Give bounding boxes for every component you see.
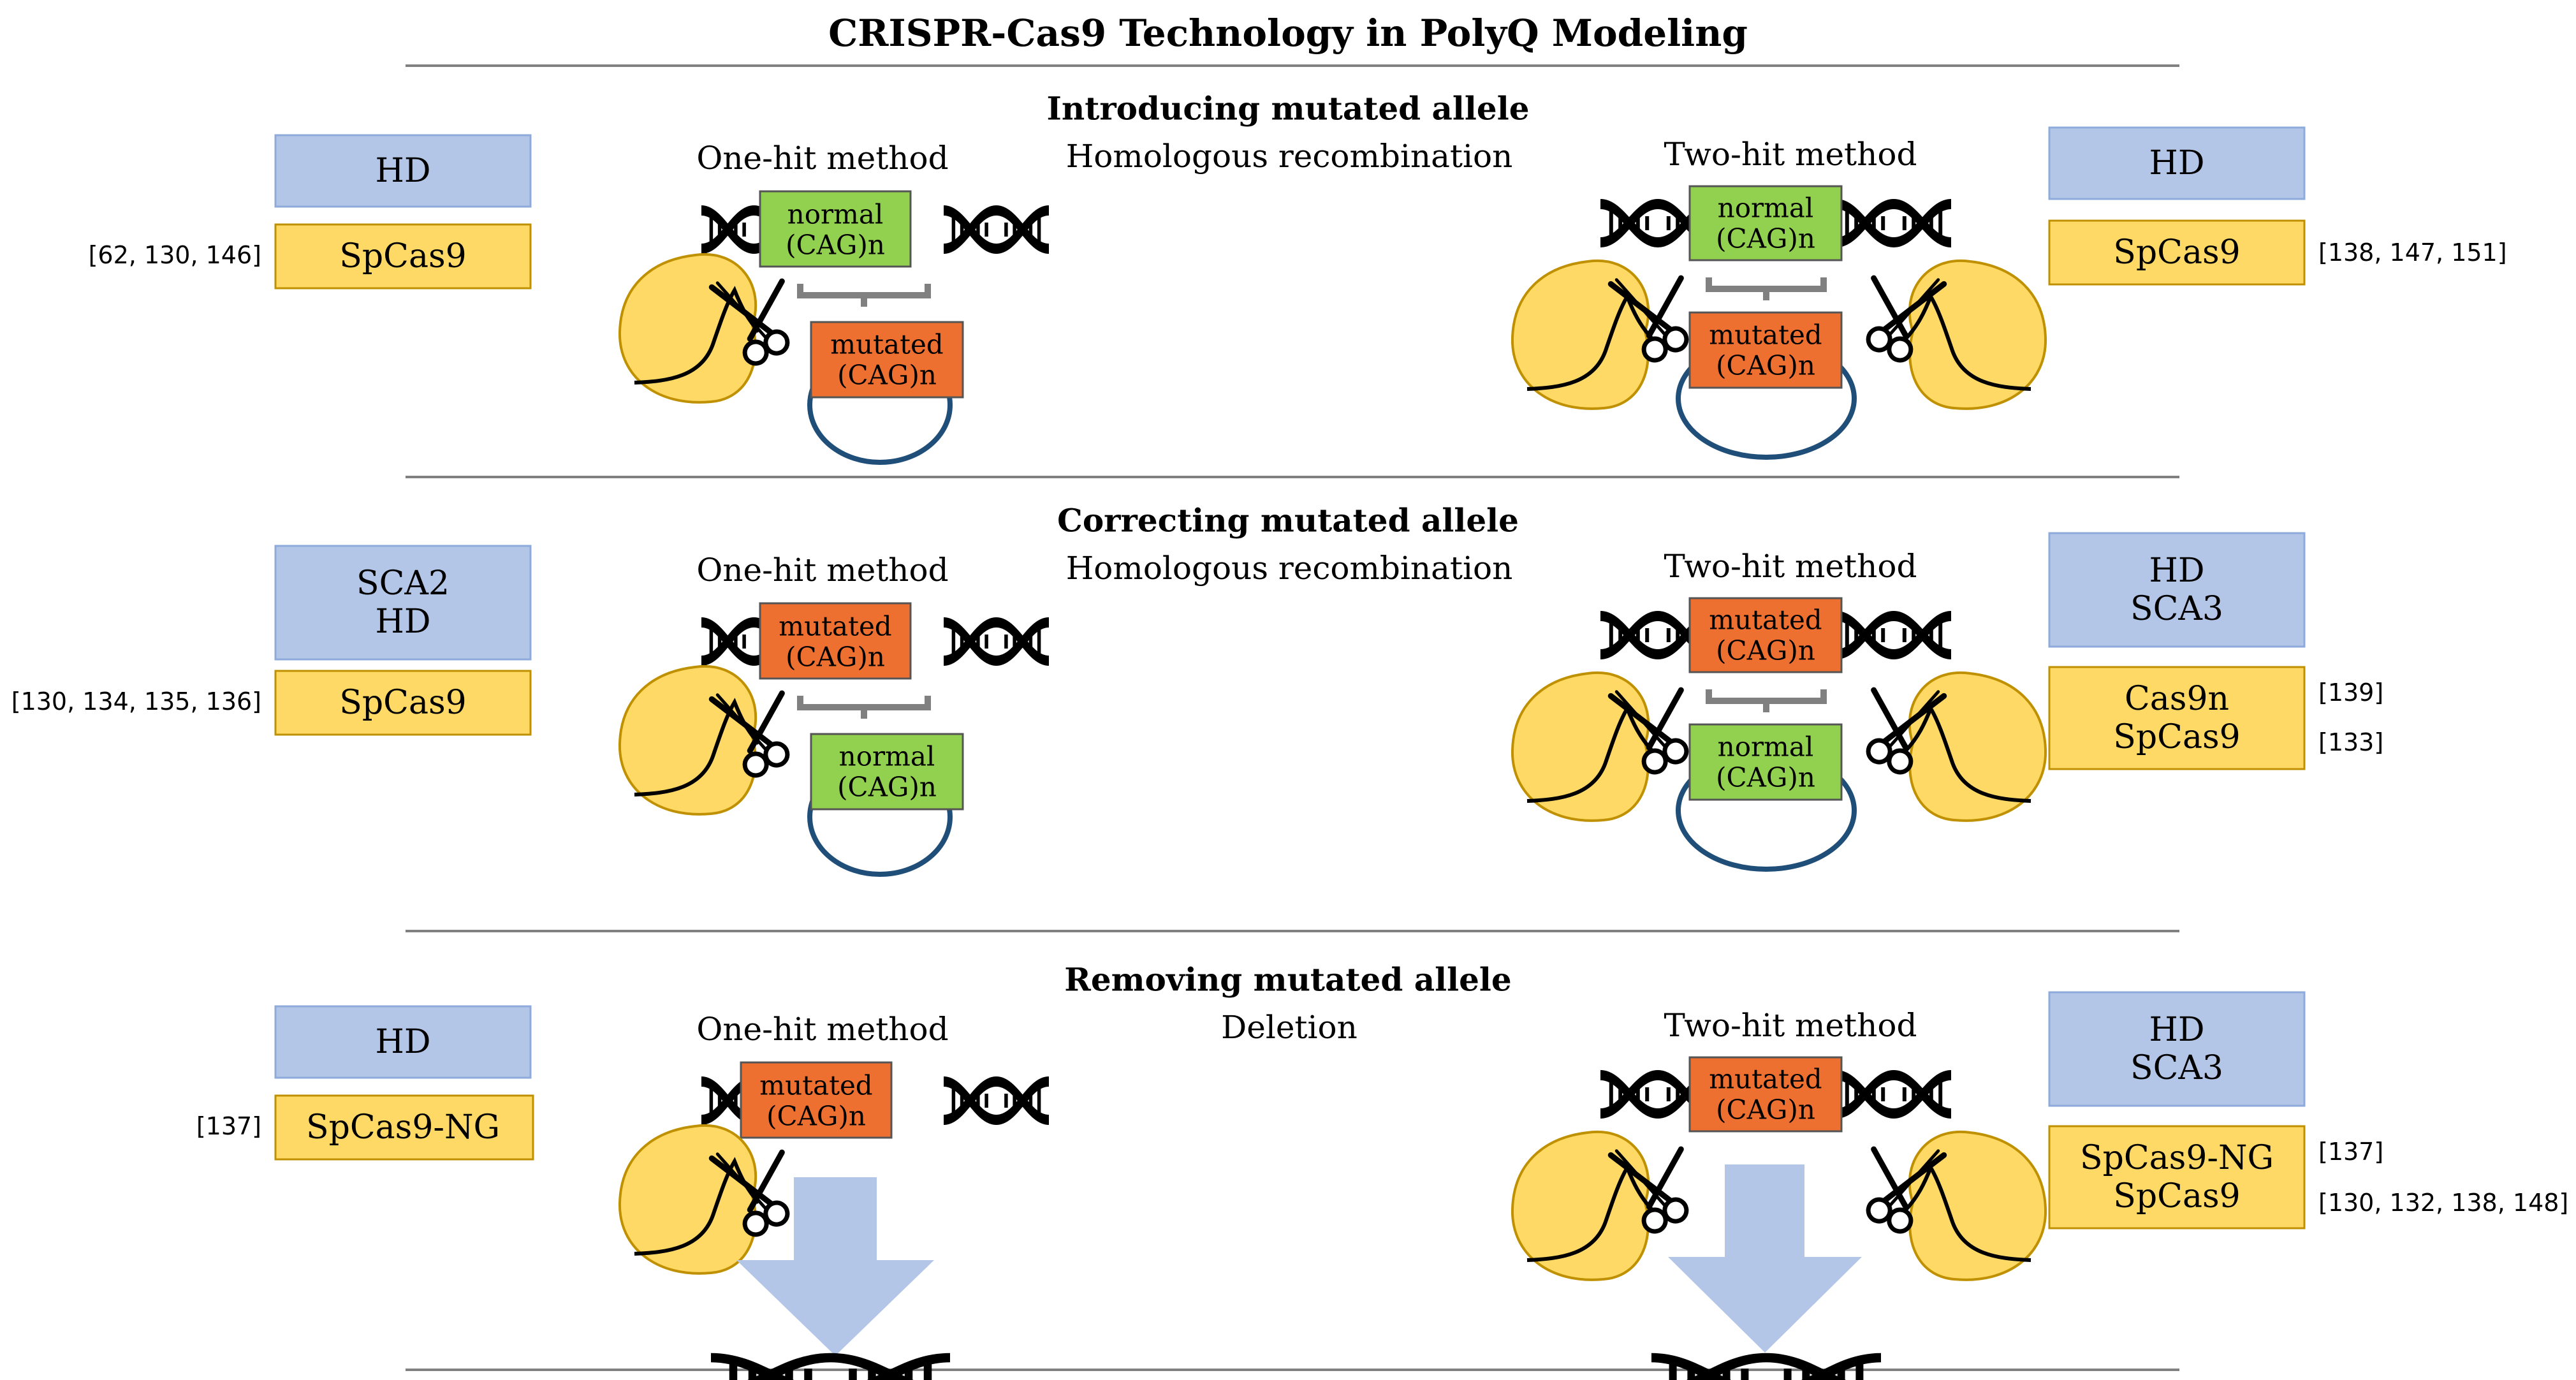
cas9-protein-icon — [1512, 673, 1651, 821]
disease-box — [2048, 991, 2306, 1107]
target-sequence-label: normal(CAG)n — [786, 198, 885, 260]
target-sequence-label: mutated(CAG)n — [779, 610, 891, 672]
target-sequence-box — [1688, 185, 1843, 261]
two-hit-method-label: Two-hit method — [1664, 136, 1917, 173]
reference-citation: [133] — [2318, 728, 2383, 756]
target-sequence-box — [1688, 1056, 1843, 1133]
enzyme-box — [274, 670, 532, 736]
donor-sequence-box — [1688, 311, 1843, 389]
section-heading: Removing mutated allele — [1064, 961, 1511, 999]
donor-sequence-label: normal(CAG)n — [1716, 731, 1815, 793]
target-sequence-label: mutated(CAG)n — [759, 1069, 872, 1131]
recombination-bracket — [797, 696, 931, 719]
cas9-protein-icon — [620, 254, 759, 402]
recombination-bracket — [1706, 689, 1827, 712]
disease-name: HD — [375, 152, 430, 190]
technique-label: Deletion — [1221, 1009, 1358, 1046]
reference-citation: [130, 134, 135, 136] — [11, 687, 261, 716]
dna-helix-icon — [1836, 1075, 1951, 1113]
donor-sequence-box — [810, 733, 964, 811]
section-heading: Correcting mutated allele — [1057, 502, 1519, 540]
disease-box — [274, 1005, 532, 1079]
technique-label: Homologous recombination — [1066, 138, 1513, 175]
two-hit-method-label: Two-hit method — [1664, 1007, 1917, 1044]
reference-citation: [137] — [2318, 1138, 2383, 1166]
enzyme-name: SpCas9-NG — [306, 1108, 500, 1147]
donor-sequence-box — [1688, 723, 1843, 801]
cas9-protein-icon — [1512, 261, 1651, 409]
disease-name: HD — [2149, 144, 2204, 182]
reference-citation: [138, 147, 151] — [2318, 239, 2507, 267]
cas9-protein-icon — [620, 1126, 759, 1274]
enzyme-box — [274, 1094, 534, 1161]
reference-citation: [130, 132, 138, 148] — [2318, 1189, 2568, 1217]
target-sequence-box — [759, 190, 912, 268]
disease-box — [274, 545, 532, 661]
dna-helix-icon — [1836, 616, 1951, 654]
technique-label: Homologous recombination — [1066, 550, 1513, 587]
cas9-protein-icon — [1512, 1132, 1651, 1280]
reference-citation: [139] — [2318, 679, 2383, 707]
down-arrow-icon — [1668, 1164, 1862, 1353]
target-sequence-label: mutated(CAG)n — [1709, 1063, 1822, 1125]
diagram-title: CRISPR-Cas9 Technology in PolyQ Modeling — [828, 11, 1748, 55]
one-hit-method-label: One-hit method — [696, 1011, 948, 1048]
one-hit-method-label: One-hit method — [696, 552, 948, 589]
enzyme-box — [2048, 666, 2306, 770]
disease-name: HD — [375, 1023, 430, 1061]
target-sequence-box — [759, 602, 912, 680]
target-sequence-box — [740, 1061, 893, 1139]
cas9-protein-icon — [1906, 673, 2045, 821]
dna-helix-icon — [944, 622, 1049, 661]
enzyme-box — [2048, 1125, 2306, 1230]
disease-box — [2048, 532, 2306, 648]
enzyme-box — [2048, 219, 2306, 286]
donor-sequence-label: mutated(CAG)n — [1709, 319, 1822, 381]
dna-helix-icon — [1836, 204, 1951, 242]
dna-helix-icon — [944, 210, 1049, 249]
disease-box — [274, 134, 532, 208]
recombination-bracket — [1706, 277, 1827, 300]
one-hit-method-label: One-hit method — [696, 140, 948, 177]
target-sequence-label: mutated(CAG)n — [1709, 604, 1822, 666]
cas9-protein-icon — [620, 666, 759, 814]
enzyme-box — [274, 223, 532, 290]
donor-sequence-label: mutated(CAG)n — [830, 328, 943, 390]
target-sequence-label: normal(CAG)n — [1716, 192, 1815, 254]
two-hit-method-label: Two-hit method — [1664, 548, 1917, 585]
down-arrow-icon — [736, 1177, 934, 1356]
enzyme-name: SpCas9 — [339, 684, 466, 722]
cas9-protein-icon — [1906, 261, 2045, 409]
enzyme-name: SpCas9 — [339, 237, 466, 275]
dna-helix-icon — [944, 1082, 1049, 1120]
reference-citation: [137] — [196, 1112, 261, 1140]
section-heading: Introducing mutated allele — [1046, 90, 1529, 128]
reference-citation: [62, 130, 146] — [89, 241, 261, 269]
enzyme-name: SpCas9 — [2113, 233, 2240, 272]
donor-sequence-label: normal(CAG)n — [837, 740, 937, 802]
disease-box — [2048, 126, 2306, 200]
target-sequence-box — [1688, 597, 1843, 673]
donor-sequence-box — [810, 321, 964, 399]
cas9-protein-icon — [1906, 1132, 2045, 1280]
recombination-bracket — [797, 284, 931, 307]
